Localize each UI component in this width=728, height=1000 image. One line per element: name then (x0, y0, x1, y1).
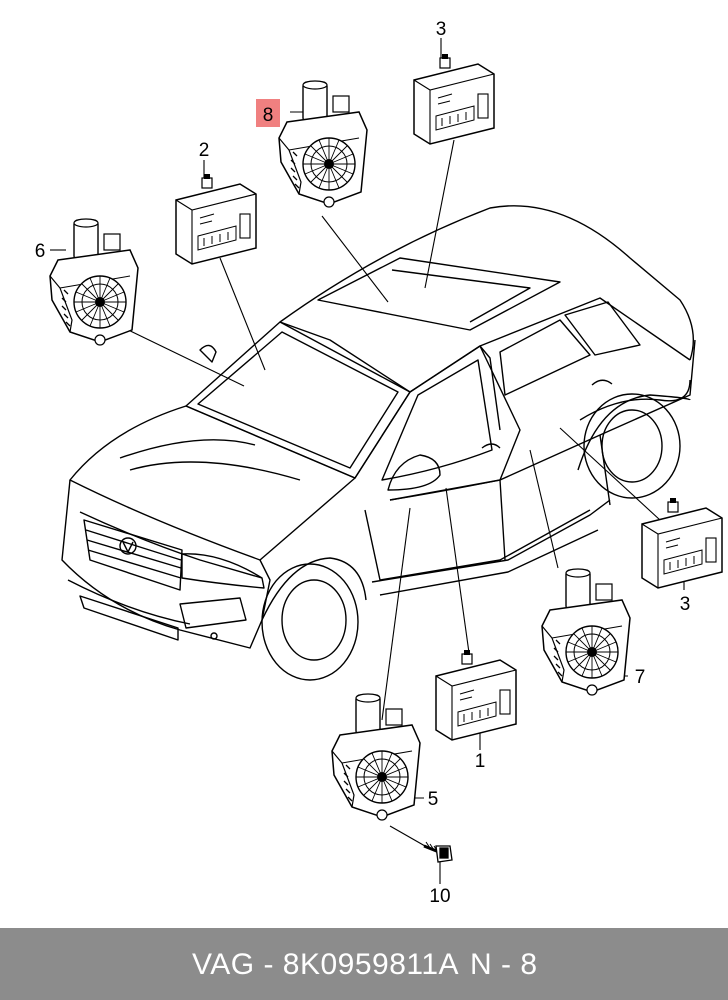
control-module-part-2 (175, 173, 257, 265)
callout-6: 6 (35, 241, 46, 262)
screw-part-10 (423, 841, 453, 863)
footer-bar: VAG - 8K0959811A N - 8 (0, 928, 728, 1000)
callout-1: 1 (475, 751, 486, 772)
vehicle-outline (61, 205, 696, 681)
callout-7: 7 (635, 667, 646, 688)
callout-2: 2 (199, 140, 210, 161)
control-module-part-3-top (413, 53, 495, 145)
reference-number: N - 8 (470, 948, 538, 981)
callout-8-highlight (256, 99, 280, 127)
window-motor-part-8 (278, 80, 368, 208)
part-number: VAG - 8K0959811A (192, 948, 460, 981)
callout-10: 10 (429, 886, 450, 907)
callout-5: 5 (428, 789, 439, 810)
window-motor-part-7 (541, 568, 631, 696)
window-motor-part-5 (331, 693, 421, 821)
window-motor-part-6 (49, 218, 139, 346)
control-module-part-1 (435, 649, 517, 741)
parts-diagram: 8 2 3 6 3 7 5 1 10 (35, 19, 723, 907)
callout-3-right: 3 (680, 594, 691, 615)
callout-8: 8 (263, 105, 274, 126)
callout-3-top: 3 (436, 19, 447, 40)
control-module-part-3-right (641, 497, 723, 589)
